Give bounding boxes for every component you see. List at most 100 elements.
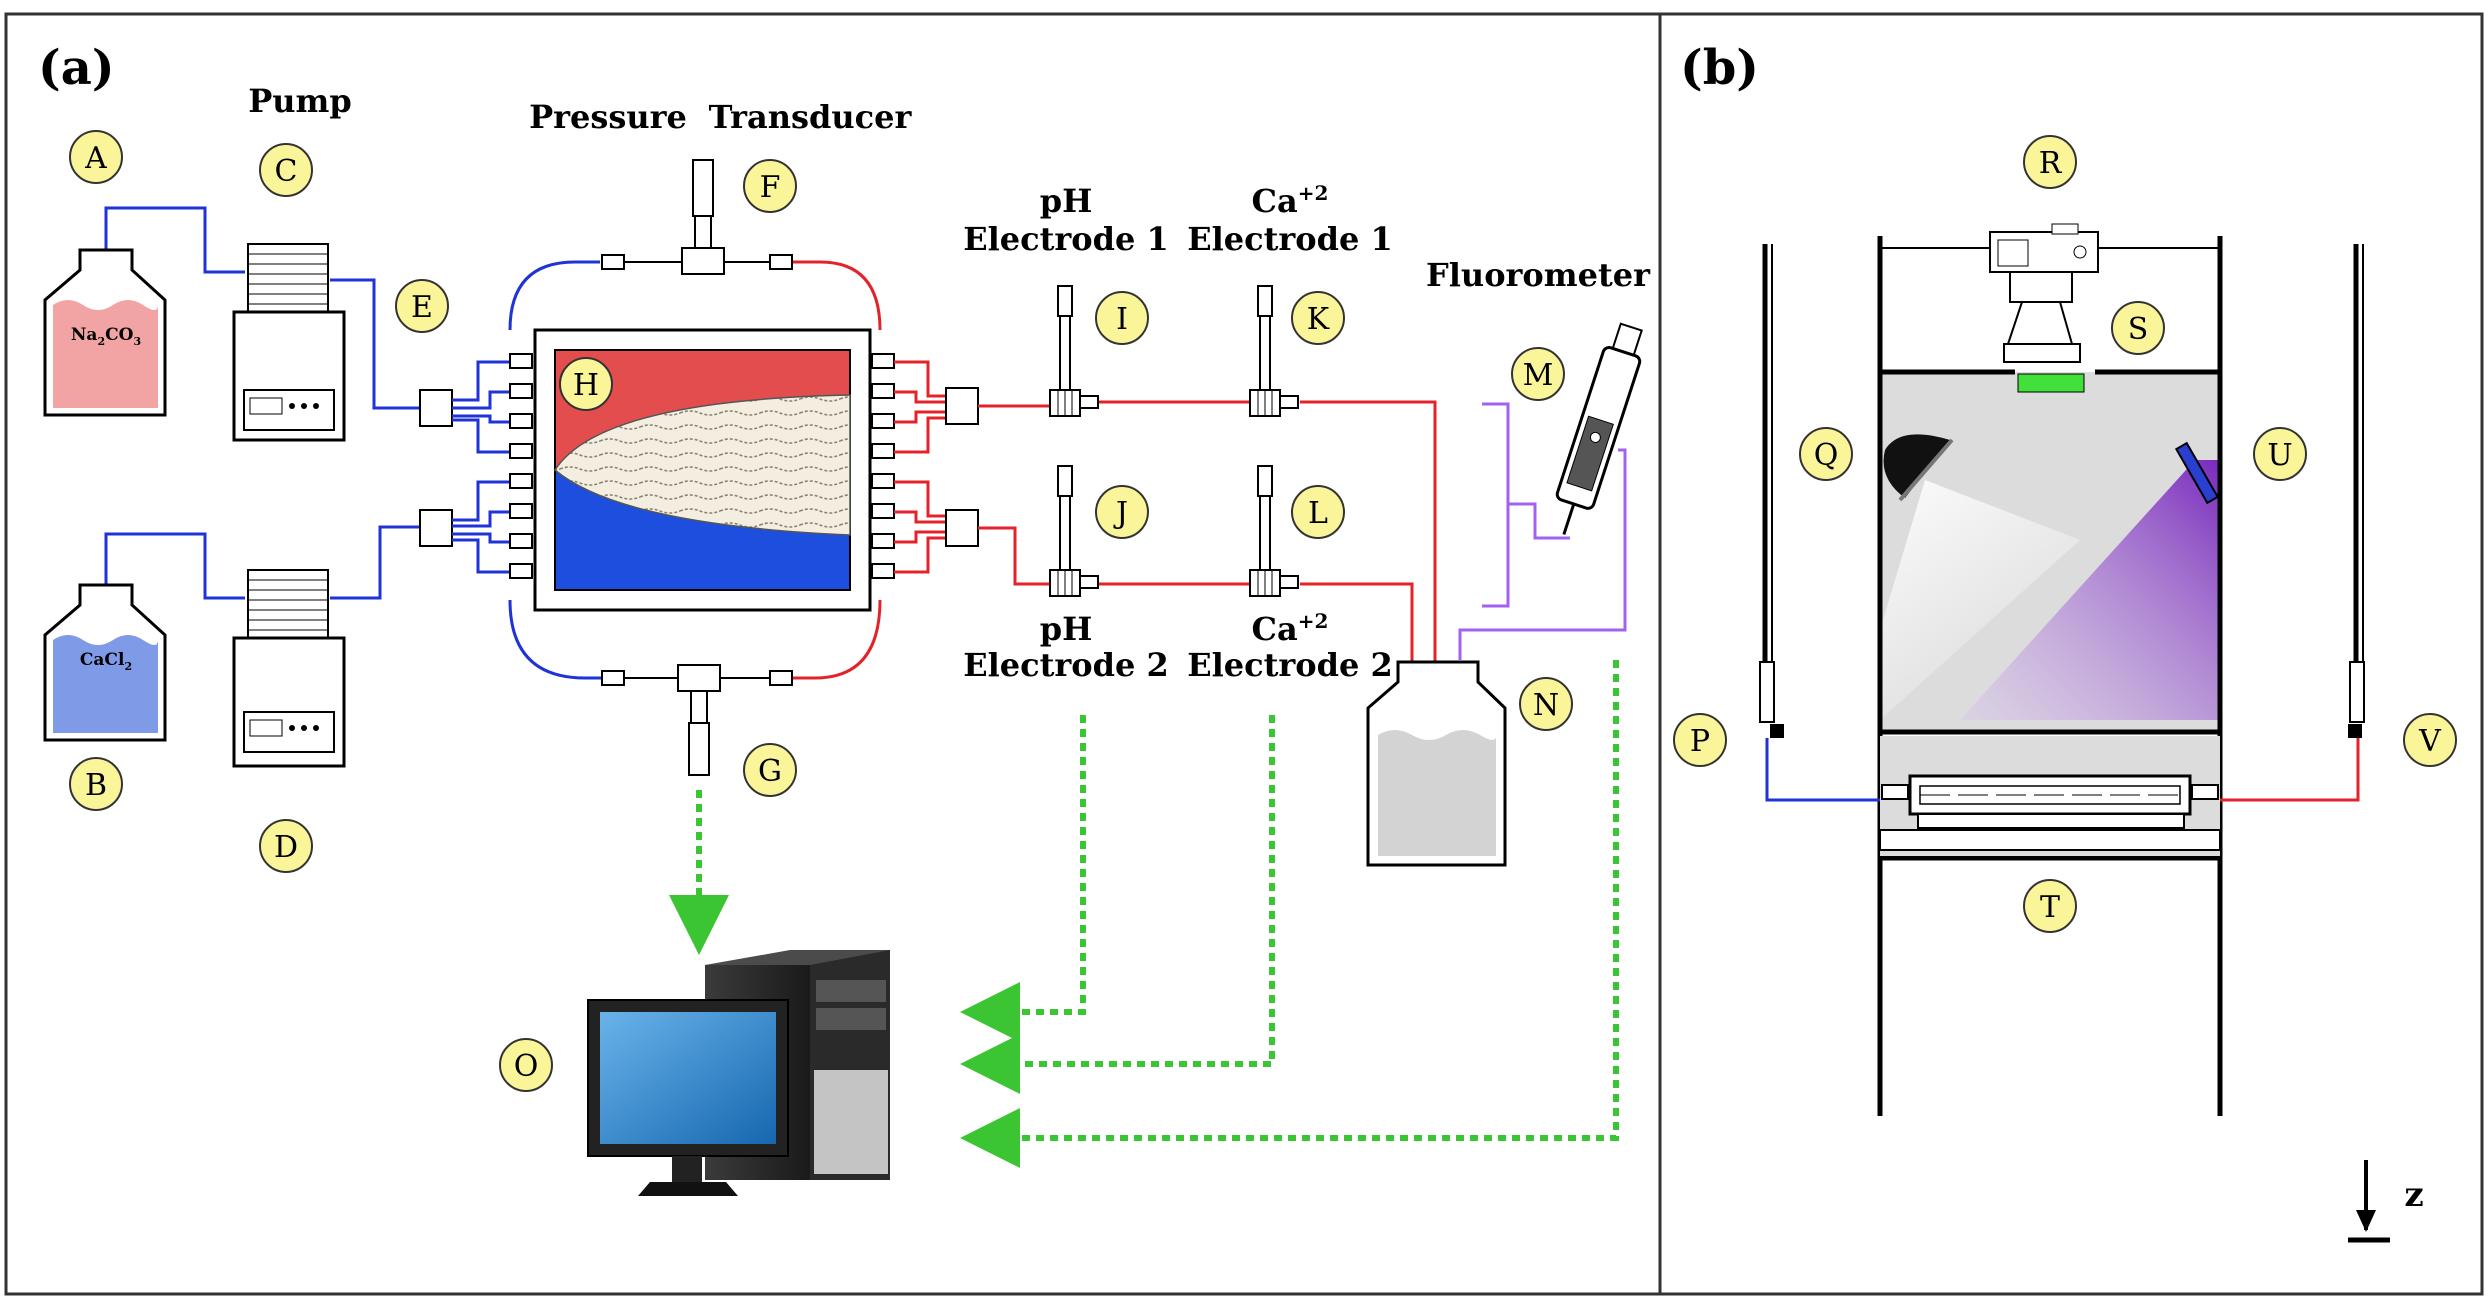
marker-a-circle — [69, 130, 123, 184]
outlet-branches — [894, 360, 946, 574]
inlet-manifold-top — [419, 389, 453, 427]
marker-k-circle — [1291, 291, 1345, 345]
ph-electrode-2 — [1049, 465, 1099, 597]
marker-p-circle — [1673, 713, 1727, 767]
ca-electrode-1 — [1249, 285, 1299, 417]
marker-o-circle — [499, 1038, 553, 1092]
marker-u-label: U — [2267, 438, 2292, 473]
camera — [1989, 223, 2099, 393]
ca-electrode-2-line2: Electrode 2 — [1187, 646, 1393, 684]
pressure-transducer-top — [601, 159, 793, 275]
bottle-b-cacl2 — [43, 583, 167, 742]
inlet-branches — [452, 360, 512, 574]
cell-stage — [1879, 774, 2221, 851]
marker-j-circle — [1095, 485, 1149, 539]
light-source — [1883, 434, 1954, 502]
marker-n-label: N — [1533, 688, 1559, 723]
marker-q-label: Q — [1814, 438, 1839, 473]
marker-g-label: G — [758, 754, 782, 789]
inlet-fittings — [509, 353, 533, 579]
figure-frame — [4, 12, 2484, 1296]
pressure-label: Pressure — [529, 98, 687, 136]
marker-i-label: I — [1116, 302, 1128, 337]
panel-label-a: (a) — [38, 40, 115, 96]
marker-a-label: A — [84, 141, 107, 176]
data-links — [669, 660, 1619, 1168]
ca-electrode-2 — [1249, 465, 1299, 597]
ph-electrode-1 — [1049, 285, 1099, 417]
marker-e-label: E — [411, 290, 433, 325]
cell-blue-loop-bottom — [508, 599, 615, 680]
marker-o-label: O — [514, 1049, 539, 1084]
side-supply-right — [2220, 244, 2365, 802]
cell-red-loop — [790, 260, 882, 331]
ca-electrode-1-line1: Ca+2 — [1252, 181, 1329, 220]
marker-m-label: M — [1523, 358, 1554, 393]
marker-l-circle — [1291, 485, 1345, 539]
marker-t-circle — [2023, 879, 2077, 933]
side-supply-left — [1759, 244, 1880, 802]
marker-v-label: V — [2418, 724, 2442, 759]
marker-e-circle — [395, 279, 449, 333]
marker-b-label: B — [85, 768, 107, 803]
uv-lamp — [2174, 441, 2220, 505]
ca-electrode-2-line1: Ca+2 — [1252, 609, 1329, 648]
fluorometer — [1555, 322, 1643, 535]
pump-label: Pump — [248, 82, 352, 120]
pump-c — [232, 243, 346, 442]
transducer-label: Transducer — [709, 98, 913, 136]
marker-v-circle — [2403, 713, 2457, 767]
marker-r-label: R — [2039, 146, 2063, 181]
fluorometer-label: Fluorometer — [1426, 256, 1651, 294]
outlet-manifold-top — [945, 387, 979, 425]
uv-beam — [1960, 460, 2220, 720]
tube-pump-c-to-manifold — [330, 278, 420, 410]
marker-s-circle — [2111, 301, 2165, 355]
marker-r-circle — [2023, 135, 2077, 189]
precipitate-layer — [554, 394, 851, 536]
cell-blue-loop — [508, 260, 600, 331]
marker-t-label: T — [2040, 890, 2060, 925]
pump-d — [232, 569, 346, 768]
collection-bottle — [1366, 660, 1507, 867]
marker-s-label: S — [2128, 312, 2149, 347]
z-axis-label: z — [2404, 1175, 2423, 1215]
marker-n-circle — [1519, 677, 1573, 731]
marker-h-circle — [559, 357, 613, 411]
bottle-a-label: Na2CO3 — [71, 325, 141, 348]
marker-k-label: K — [1307, 302, 1330, 337]
marker-u-circle — [2253, 427, 2307, 481]
marker-l-label: L — [1308, 496, 1328, 531]
bottle-a-na2co3 — [43, 248, 167, 417]
marker-g-circle — [743, 743, 797, 797]
marker-q-circle — [1799, 427, 1853, 481]
marker-f-label: F — [760, 170, 781, 205]
imaging-chamber — [1877, 236, 2223, 1116]
z-axis-indicator — [2348, 1160, 2390, 1243]
marker-f-circle — [743, 159, 797, 213]
component-markers: A B C D E F G H I J K L M N O P Q R S T U V — [69, 130, 2457, 1092]
bottle-b-label: CaCl2 — [80, 650, 132, 673]
ca-electrode-1-line2: Electrode 1 — [1187, 220, 1393, 258]
marker-d-circle — [259, 819, 313, 873]
outflow-line-bottom — [978, 526, 1414, 662]
ph-electrode-2-line1: pH — [1040, 610, 1093, 648]
marker-j-label: J — [1113, 496, 1128, 531]
marker-d-label: D — [274, 830, 298, 865]
marker-i-circle — [1095, 291, 1149, 345]
inlet-manifold-bottom — [419, 509, 453, 547]
outlet-fittings — [871, 353, 895, 579]
outflow-line-top — [978, 400, 1437, 662]
tube-b-to-pump — [104, 532, 245, 600]
ph-electrode-2-line2: Electrode 2 — [963, 646, 1169, 684]
marker-c-label: C — [275, 154, 298, 189]
marker-p-label: P — [1690, 724, 1710, 759]
marker-c-circle — [259, 143, 313, 197]
tube-a-to-pump — [104, 206, 245, 274]
outlet-manifold-bottom — [945, 509, 979, 547]
marker-b-circle — [69, 757, 123, 811]
marker-h-label: H — [573, 368, 599, 403]
ph-electrode-1-line1: pH — [1040, 182, 1093, 220]
light-beam — [1880, 480, 2080, 720]
